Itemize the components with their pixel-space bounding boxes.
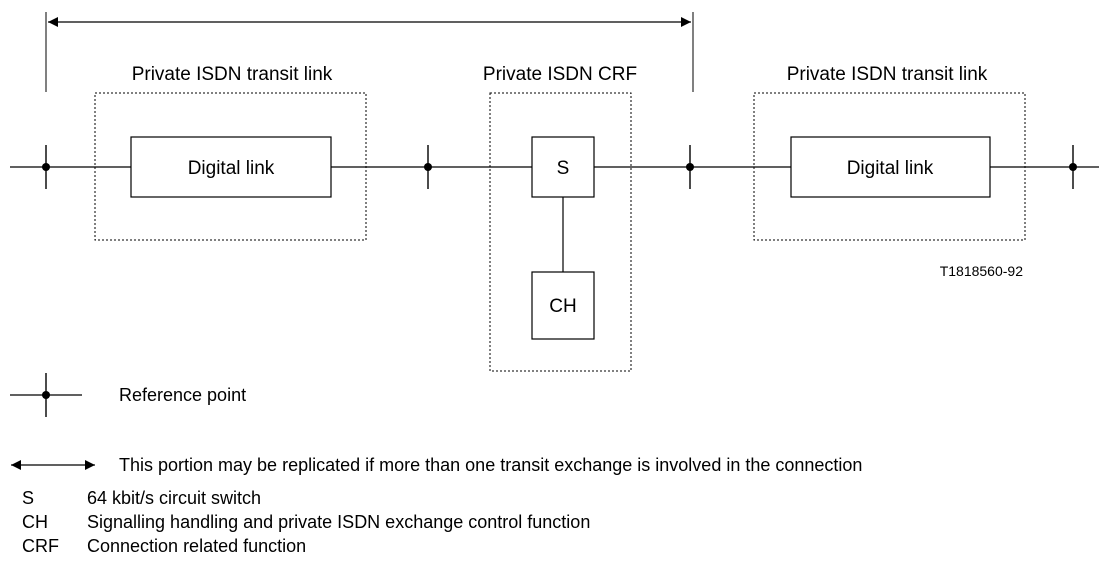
reference-point-3 [686,145,694,189]
label-crf: Private ISDN CRF [483,64,637,85]
legend-reference-point-icon [10,373,82,417]
digital-link-right-box [790,136,991,198]
reference-point-2 [424,145,432,189]
abbr-crf: CRF [22,536,59,556]
label-transit-link-left: Private ISDN transit link [132,64,333,85]
ch-box [531,271,595,340]
digital-link-right-label: Digital link [847,158,934,179]
replication-span [45,12,694,92]
reference-point-4 [1069,145,1077,189]
switch-label: S [557,158,570,179]
abbr-ch: CH [22,512,48,532]
figure-code: T1818560-92 [940,263,1024,279]
legend-replicated-text: This portion may be replicated if more t… [119,455,862,475]
label-transit-link-right: Private ISDN transit link [787,64,988,85]
ch-label: CH [549,296,576,317]
digital-link-left-label: Digital link [188,158,275,179]
digital-link-left-box [130,136,332,198]
legend-reference-point-text: Reference point [119,385,246,405]
abbr-ch-desc: Signalling handling and private ISDN exc… [87,512,590,532]
abbr-crf-desc: Connection related function [87,536,306,556]
reference-point-1 [42,145,50,189]
switch-box [531,136,595,198]
abbr-s: S [22,488,34,508]
abbr-s-desc: 64 kbit/s circuit switch [87,488,261,508]
crf-boundary [489,92,632,372]
